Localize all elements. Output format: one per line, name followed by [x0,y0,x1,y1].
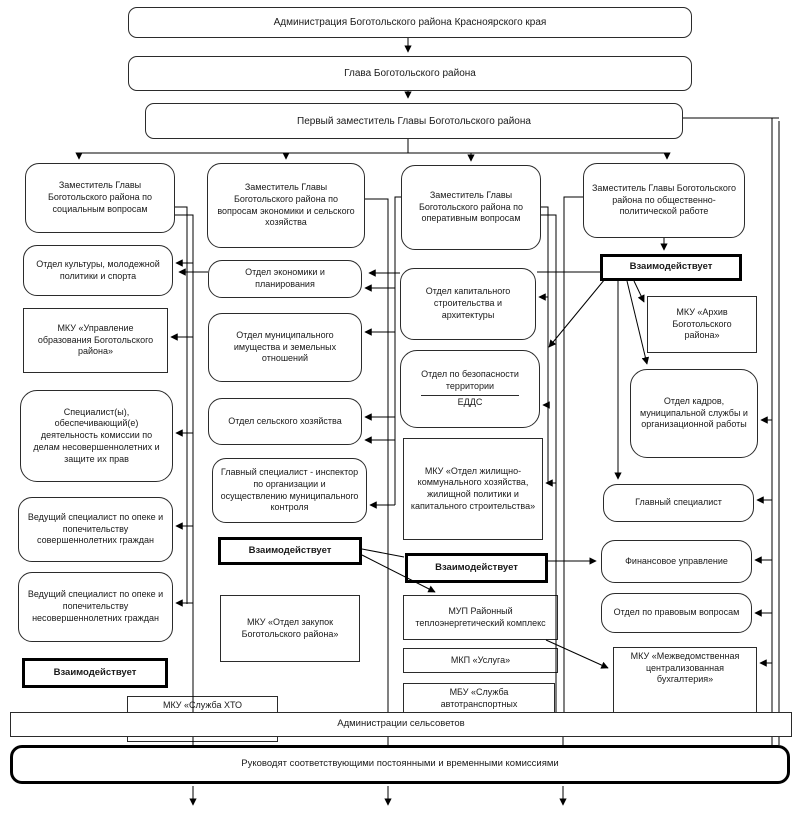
node-archive-mku: МКУ «Архив Боготольского района» [647,296,757,353]
node-hr-dept-label: Отдел кадров, муниципальной службы и орг… [640,395,748,430]
node-administration: Администрация Боготольского района Красн… [128,7,692,38]
node-deputy-social-label: Заместитель Главы Боготольского района п… [47,180,153,214]
node-deputy-political: Заместитель Главы Боготольского района п… [583,163,745,238]
node-interacts-operative: Взаимодействует [405,553,548,583]
node-accounting-mku-label: МКУ «Межведомственная централизованная б… [630,651,740,685]
node-agriculture-dept: Отдел сельского хозяйства [208,398,362,445]
node-procurement-mku-label: МКУ «Отдел закупок Боготольского района» [241,616,339,639]
node-heating-mup: МУП Районный теплоэнергетический комплек… [403,595,558,640]
node-usluga-mkp: МКП «Услуга» [403,648,558,673]
node-guardianship-adults: Ведущий специалист по опеке и попечитель… [18,497,173,562]
bar-commissions: Руководят соответствующими постоянными и… [10,745,790,784]
node-deputy-political-label: Заместитель Главы Боготольского района п… [591,182,737,217]
node-minors-commission-specialist: Специалист(ы), обеспечивающий(е) деятель… [20,390,173,482]
node-interacts-political-label: Взаимодействует [629,261,713,273]
node-construction-dept-label: Отдел капитального строительства и архит… [425,286,511,320]
node-first-deputy: Первый заместитель Главы Боготольского р… [145,103,683,139]
node-hto-service-label: МКУ «Служба ХТО [162,700,243,710]
node-agriculture-dept-label: Отдел сельского хозяйства [228,415,342,426]
node-territory-security-label: Отдел по безопасности территории [421,369,519,392]
node-finance-dept: Финансовое управление [601,540,752,583]
node-archive-mku-label: МКУ «Архив Боготольского района» [672,306,732,341]
node-interacts-economy: Взаимодействует [218,537,362,565]
node-finance-dept-label: Финансовое управление [625,555,728,566]
node-deputy-operative-label: Заместитель Главы Боготольского района п… [418,189,524,224]
node-property-dept-label: Отдел муниципального имущества и земельн… [233,329,337,364]
node-procurement-mku: МКУ «Отдел закупок Боготольского района» [220,595,360,662]
node-heating-mup-label: МУП Районный теплоэнергетический комплек… [415,605,546,628]
node-chief-specialist: Главный специалист [603,484,754,522]
node-administration-label: Администрация Боготольского района Красн… [273,17,547,28]
node-hr-dept: Отдел кадров, муниципальной службы и орг… [630,369,758,458]
node-culture-dept: Отдел культуры, молодежной политики и сп… [23,245,173,296]
node-interacts-political: Взаимодействует [600,254,742,281]
node-deputy-economy-label: Заместитель Главы Боготольского района п… [217,182,355,228]
node-housing-mku-label: МКУ «Отдел жилищно-коммунального хозяйст… [410,465,536,511]
node-minors-commission-label: Специалист(ы), обеспечивающий(е) деятель… [33,406,160,464]
node-legal-dept: Отдел по правовым вопросам [601,593,752,633]
bar-selsovet-label: Администрации сельсоветов [337,718,465,730]
node-municipal-control-inspector: Главный специалист - инспектор по органи… [212,458,367,523]
node-construction-dept: Отдел капитального строительства и архит… [400,268,536,340]
node-usluga-mkp-label: МКП «Услуга» [450,654,511,665]
node-interacts-social-label: Взаимодействует [53,666,137,678]
node-economy-planning-label: Отдел экономики и планирования [245,267,325,289]
node-guardianship-minors: Ведущий специалист по опеке и попечитель… [18,572,173,642]
node-first-deputy-label: Первый заместитель Главы Боготольского р… [297,115,531,127]
node-economy-planning-dept: Отдел экономики и планирования [208,260,362,298]
node-edds-label: ЕДДС [457,396,483,407]
node-municipal-control-label: Главный специалист - инспектор по органи… [220,467,359,513]
node-head: Глава Боготольского района [128,56,692,91]
node-legal-dept-label: Отдел по правовым вопросам [613,607,740,618]
node-guardianship-adults-label: Ведущий специалист по опеке и попечитель… [27,511,164,546]
bar-commissions-label: Руководят соответствующими постоянными и… [241,758,559,770]
node-territory-security-dept: Отдел по безопасности территории ЕДДС [400,350,540,428]
edds-divider [420,394,520,396]
node-head-label: Глава Боготольского района [344,68,476,79]
node-guardianship-minors-label: Ведущий специалист по опеке и попечитель… [27,589,164,623]
node-interacts-economy-label: Взаимодействует [248,544,332,556]
node-property-dept: Отдел муниципального имущества и земельн… [208,313,362,382]
node-housing-mku: МКУ «Отдел жилищно-коммунального хозяйст… [403,438,543,540]
node-education-mku: МКУ «Управление образования Боготольског… [23,308,168,373]
node-chief-specialist-label: Главный специалист [635,497,722,508]
node-accounting-mku: МКУ «Межведомственная централизованная б… [613,647,757,714]
node-deputy-social: Заместитель Главы Боготольского района п… [25,163,175,233]
node-culture-dept-label: Отдел культуры, молодежной политики и сп… [36,258,160,281]
bar-selsovet-administrations: Администрации сельсоветов [10,712,792,737]
node-education-mku-label: МКУ «Управление образования Боготольског… [37,322,154,357]
node-transport-mbu-label: МБУ «Служба автотранспортных [440,687,518,709]
node-deputy-economy: Заместитель Главы Боготольского района п… [207,163,365,248]
node-interacts-operative-label: Взаимодействует [435,561,518,573]
node-interacts-social: Взаимодействует [22,658,168,688]
node-deputy-operative: Заместитель Главы Боготольского района п… [401,165,541,250]
